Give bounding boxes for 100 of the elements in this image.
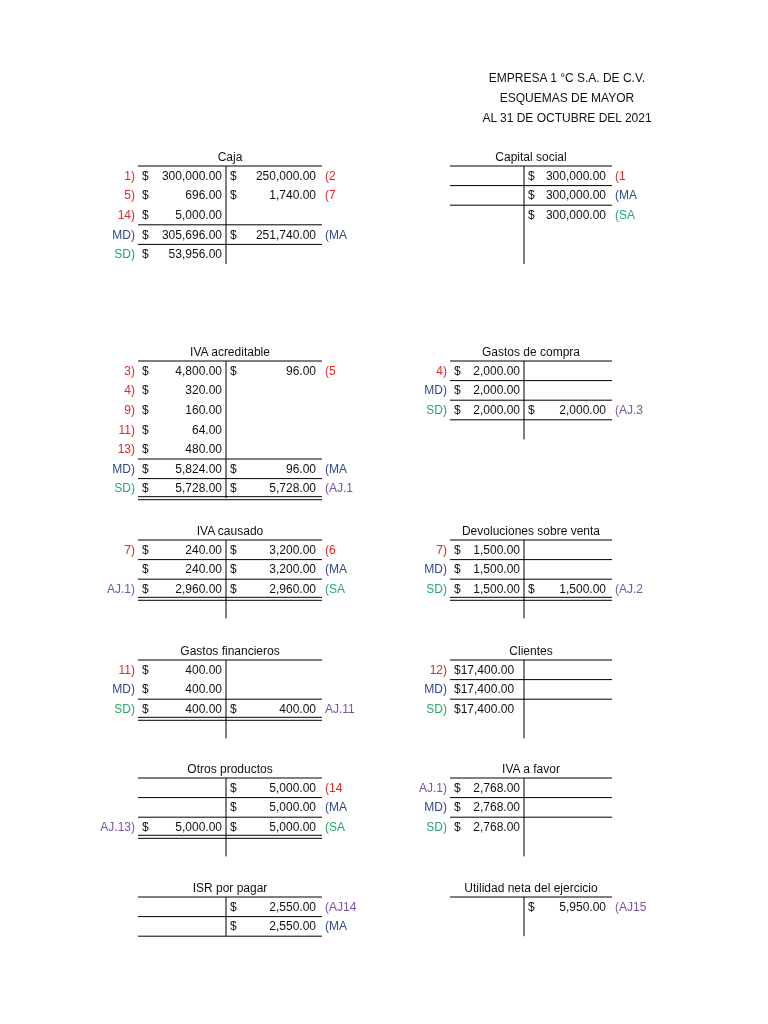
entry-reference: MD): [112, 226, 135, 243]
account-title: Capital social: [494, 149, 568, 165]
amount: $ 240.00: [142, 541, 222, 558]
entry-reference: 5): [124, 187, 135, 204]
entry-reference: 11): [118, 421, 135, 438]
amount: $ 250,000.00: [230, 167, 316, 184]
entry-reference: MD): [112, 681, 135, 698]
entry-reference: MD): [424, 382, 447, 399]
amount: $ 4,800.00: [142, 362, 222, 379]
entry-reference: (1: [615, 167, 626, 184]
amount: $ 5,000.00: [230, 779, 316, 796]
entry-reference: (6: [325, 541, 336, 558]
account-title: IVA acreditable: [189, 344, 271, 360]
amount: $ 300,000.00: [142, 167, 222, 184]
entry-reference: (SA: [325, 581, 345, 597]
entry-reference: (2: [325, 167, 336, 184]
heading-title: EMPRESA 1 °C S.A. DE C.V.: [487, 70, 647, 86]
amount: $ 2,000.00: [454, 362, 520, 379]
amount: $ 305,696.00: [142, 226, 222, 243]
amount: $ 2,768.00: [454, 819, 520, 835]
entry-reference: (5: [325, 362, 336, 379]
entry-reference: MD): [112, 460, 135, 477]
account-title: Otros productos: [186, 761, 274, 777]
amount: $ 240.00: [142, 561, 222, 578]
entry-reference: AJ.1): [419, 779, 447, 796]
amount: $ 64.00: [142, 421, 222, 438]
entry-reference: SD): [426, 402, 447, 418]
amount: $ 2,960.00: [142, 581, 222, 597]
account-title: Clientes: [508, 643, 554, 659]
entry-reference: SD): [426, 581, 447, 597]
amount: $ 2,550.00: [230, 918, 316, 935]
amount: $ 1,500.00: [454, 541, 520, 558]
heading-subtitle: AL 31 DE OCTUBRE DEL 2021: [481, 110, 653, 126]
amount: $17,400.00: [454, 681, 516, 698]
entry-reference: 13): [117, 441, 135, 458]
amount: $ 2,000.00: [454, 382, 520, 399]
account-title: ISR por pagar: [191, 880, 269, 896]
entry-reference: 4): [436, 362, 447, 379]
entry-reference: AJ.1): [107, 581, 135, 597]
entry-reference: 14): [117, 207, 135, 223]
entry-reference: 3): [124, 362, 135, 379]
entry-reference: 7): [124, 541, 135, 558]
account-title: Caja: [216, 149, 244, 165]
entry-reference: (MA: [325, 799, 347, 816]
entry-reference: (AJ14: [325, 898, 357, 915]
amount: $ 2,768.00: [454, 779, 520, 796]
account-title: Gastos financieros: [179, 643, 281, 659]
entry-reference: (MA: [325, 226, 347, 243]
entry-reference: MD): [424, 561, 447, 578]
amount: $ 2,000.00: [454, 402, 520, 418]
amount: $ 251,740.00: [230, 226, 316, 243]
amount: $ 5,000.00: [142, 819, 222, 835]
entry-reference: 1): [124, 167, 135, 184]
amount: $ 5,000.00: [230, 819, 316, 835]
entry-reference: (SA: [325, 819, 345, 835]
amount: $ 2,000.00: [528, 402, 606, 418]
amount: $ 300,000.00: [528, 187, 606, 204]
amount: $ 5,728.00: [142, 480, 222, 497]
entry-reference: (AJ15: [615, 898, 647, 915]
entry-reference: 12): [429, 661, 447, 678]
entry-reference: 11): [118, 661, 135, 678]
amount: $ 400.00: [142, 701, 222, 717]
amount: $ 5,824.00: [142, 460, 222, 477]
amount: $ 96.00: [230, 362, 316, 379]
amount: $ 300,000.00: [528, 167, 606, 184]
amount: $ 1,740.00: [230, 187, 316, 204]
entry-reference: AJ.11: [325, 701, 355, 717]
entry-reference: (SA: [615, 207, 635, 223]
entry-reference: SD): [426, 701, 447, 717]
entry-reference: (MA: [615, 187, 637, 204]
account-title: Gastos de compra: [480, 344, 581, 360]
amount: $ 300,000.00: [528, 207, 606, 223]
entry-reference: SD): [114, 246, 135, 263]
amount: $ 3,200.00: [230, 541, 316, 558]
amount: $ 5,000.00: [142, 207, 222, 223]
entry-reference: SD): [114, 701, 135, 717]
entry-reference: (14: [325, 779, 343, 796]
entry-reference: SD): [426, 819, 447, 835]
heading-subtitle: ESQUEMAS DE MAYOR: [498, 90, 636, 106]
amount: $ 1,500.00: [454, 561, 520, 578]
entry-reference: (AJ.1: [325, 480, 353, 497]
amount: $ 5,728.00: [230, 480, 316, 497]
entry-reference: (MA: [325, 460, 347, 477]
amount: $ 5,000.00: [230, 799, 316, 816]
amount: $ 1,500.00: [528, 581, 606, 597]
amount: $ 696.00: [142, 187, 222, 204]
amount: $ 480.00: [142, 441, 222, 458]
entry-reference: (AJ.2: [615, 581, 643, 597]
amount: $ 3,200.00: [230, 561, 316, 578]
entry-reference: (MA: [325, 918, 347, 935]
amount: $ 2,768.00: [454, 799, 520, 816]
amount: $17,400.00: [454, 661, 516, 678]
entry-reference: (7: [325, 187, 336, 204]
amount: $ 2,960.00: [230, 581, 316, 597]
amount: $17,400.00: [454, 701, 516, 717]
amount: $ 400.00: [230, 701, 316, 717]
entry-reference: (MA: [325, 561, 347, 578]
entry-reference: 7): [436, 541, 447, 558]
amount: $ 400.00: [142, 681, 222, 698]
entry-reference: MD): [424, 681, 447, 698]
